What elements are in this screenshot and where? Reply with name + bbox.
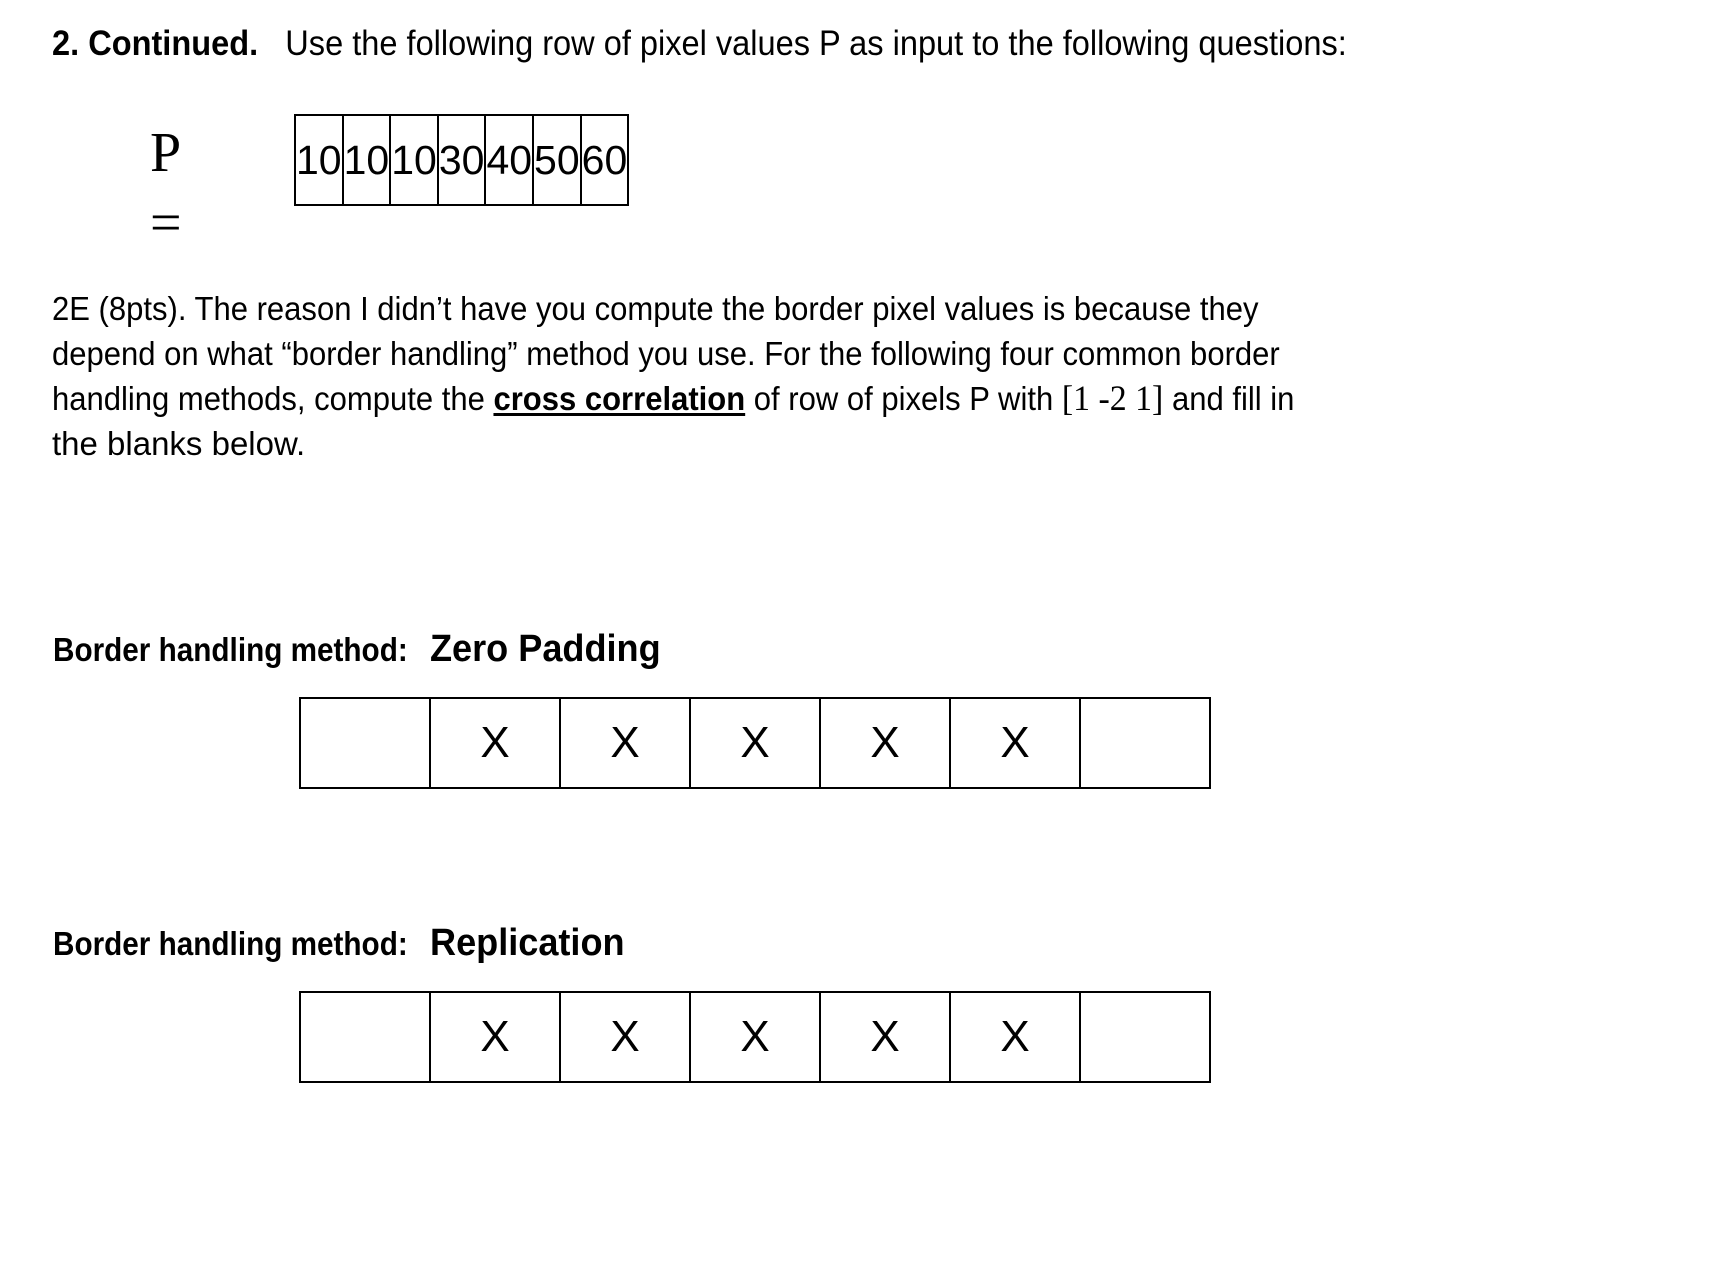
answer-cell-1[interactable]: X [429,697,561,789]
pixel-cell-2: 10 [389,114,439,206]
answer-cell-5[interactable]: X [949,991,1081,1083]
method-name-2: Replication [429,922,625,964]
answer-table-replication: X X X X X [299,991,1211,1083]
answer-cell-3[interactable]: X [689,991,821,1083]
pixel-cell-0: 10 [294,114,344,206]
paragraph-line-3-suffix: and fill in [1163,380,1295,417]
answer-cell-0[interactable] [299,991,431,1083]
paragraph-line-1: 2E (8pts). The reason I didn’t have you … [52,290,1259,327]
pixel-row-label: P = [150,122,183,254]
answer-cell-5[interactable]: X [949,697,1081,789]
kernel-vector: [1 -2 1] [1061,378,1164,418]
pixel-row-table: 10 10 10 30 40 50 60 [294,114,630,206]
method-heading-replication: Border handling method: Replication [53,922,634,965]
paragraph-line-2: depend on what “border handling” method … [52,335,1280,372]
paragraph-line-4: the blanks below. [52,425,306,462]
answer-cell-6[interactable] [1079,697,1211,789]
answer-cell-3[interactable]: X [689,697,821,789]
table-row: 10 10 10 30 40 50 60 [294,114,630,206]
table-row: X X X X X [299,697,1211,789]
pixel-cell-5: 50 [532,114,582,206]
answer-cell-2[interactable]: X [559,697,691,789]
answer-cell-0[interactable] [299,697,431,789]
question-heading: 2. Continued. Use the following row of p… [52,22,1559,66]
table-row: X X X X X [299,991,1211,1083]
answer-cell-1[interactable]: X [429,991,561,1083]
question-prompt: Use the following row of pixel values P … [285,24,1347,63]
method-heading-zero-padding: Border handling method: Zero Padding [53,628,672,671]
answer-cell-2[interactable]: X [559,991,691,1083]
pixel-cell-6: 60 [579,114,630,206]
paragraph-line-3-mid: of row of pixels P with [745,380,1062,417]
pixel-cell-3: 30 [436,114,487,206]
answer-cell-4[interactable]: X [819,697,951,789]
method-label-1: Border handling method: [53,631,408,668]
answer-cell-6[interactable] [1079,991,1211,1083]
answer-table-zero-padding: X X X X X [299,697,1211,789]
part-2e-paragraph: 2E (8pts). The reason I didn’t have you … [52,286,1507,466]
question-number: 2. Continued. [52,24,259,63]
pixel-cell-4: 40 [484,114,535,206]
cross-correlation-emphasis: cross correlation [493,380,746,417]
paragraph-line-3: handling methods, compute the cross corr… [52,376,1420,421]
method-name-1: Zero Padding [429,628,661,670]
pixel-cell-1: 10 [341,114,392,206]
paragraph-line-3-prefix: handling methods, compute the [52,380,494,417]
method-label-2: Border handling method: [53,925,408,962]
answer-cell-4[interactable]: X [819,991,951,1083]
